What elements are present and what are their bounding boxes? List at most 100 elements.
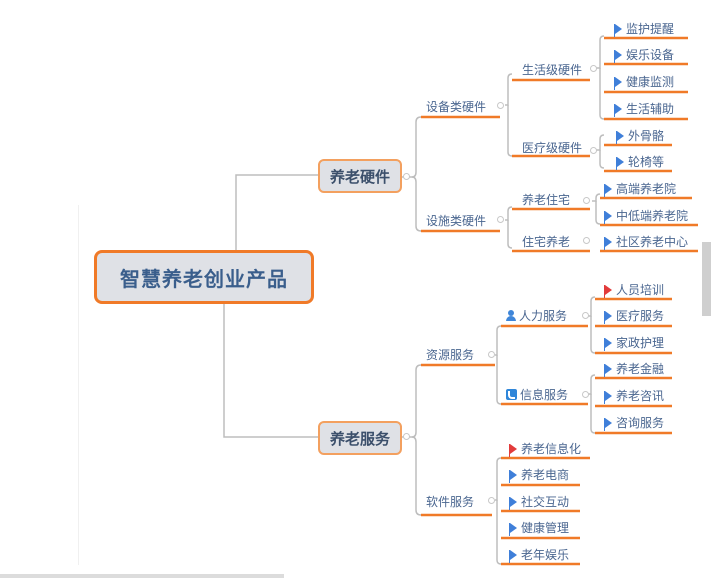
leaf-label: 养老咨讯 bbox=[616, 388, 665, 403]
topic-service[interactable]: 养老服务 bbox=[318, 421, 402, 455]
topic-software-service[interactable]: 软件服务 bbox=[426, 493, 474, 509]
horizontal-scrollbar[interactable] bbox=[0, 574, 284, 578]
leaf-item[interactable]: 健康监测 bbox=[614, 73, 675, 90]
person-icon bbox=[506, 310, 516, 321]
leaf-item[interactable]: 高端养老院 bbox=[604, 180, 677, 197]
flag-icon bbox=[616, 130, 624, 144]
leaf-label: 监护提醒 bbox=[626, 21, 675, 36]
leaf-label: 家政护理 bbox=[616, 335, 665, 350]
collapse-toggle[interactable] bbox=[583, 237, 590, 244]
topic-medical-hardware[interactable]: 医疗级硬件 bbox=[522, 139, 582, 155]
collapse-toggle[interactable] bbox=[497, 102, 504, 109]
topic-label: 生活级硬件 bbox=[522, 62, 583, 77]
leaf-label: 养老金融 bbox=[616, 361, 665, 376]
flag-icon bbox=[604, 390, 612, 404]
topic-label: 人力服务 bbox=[519, 308, 568, 323]
topic-label: 设备类硬件 bbox=[426, 99, 487, 114]
topic-label: 医疗级硬件 bbox=[522, 140, 583, 155]
leaf-label: 养老信息化 bbox=[521, 441, 582, 456]
topic-residence[interactable]: 养老住宅 bbox=[522, 191, 570, 207]
leaf-label: 养老电商 bbox=[521, 467, 570, 482]
collapse-toggle[interactable] bbox=[590, 65, 597, 72]
leaf-label: 老年娱乐 bbox=[521, 547, 570, 562]
root-topic[interactable]: 智慧养老创业产品 bbox=[94, 250, 314, 304]
flag-icon bbox=[614, 103, 622, 117]
flag-red-icon bbox=[604, 284, 612, 298]
leaf-item[interactable]: 医疗服务 bbox=[604, 307, 665, 324]
leaf-label: 社交互动 bbox=[521, 494, 570, 509]
leaf-item[interactable]: 监护提醒 bbox=[614, 20, 675, 37]
flag-icon bbox=[509, 469, 517, 483]
phone-icon bbox=[506, 389, 517, 400]
topic-label: 软件服务 bbox=[426, 494, 475, 509]
leaf-item[interactable]: 老年娱乐 bbox=[509, 546, 570, 563]
leaf-item[interactable]: 养老金融 bbox=[604, 360, 665, 377]
topic-resource-service[interactable]: 资源服务 bbox=[426, 346, 474, 362]
flag-icon bbox=[614, 23, 622, 37]
leaf-item[interactable]: 生活辅助 bbox=[614, 100, 675, 117]
collapse-toggle[interactable] bbox=[403, 433, 410, 440]
leaf-label: 外骨骼 bbox=[628, 128, 665, 143]
leaf-item[interactable]: 社区养老中心 bbox=[604, 233, 689, 250]
leaf-label: 医疗服务 bbox=[616, 308, 665, 323]
leaf-item[interactable]: 娱乐设备 bbox=[614, 46, 675, 63]
flag-icon bbox=[604, 417, 612, 431]
topic-label: 设施类硬件 bbox=[426, 213, 487, 228]
collapse-toggle[interactable] bbox=[403, 173, 410, 180]
leaf-item[interactable]: 外骨骼 bbox=[616, 127, 665, 144]
leaf-label: 咨询服务 bbox=[616, 415, 665, 430]
collapse-toggle[interactable] bbox=[488, 351, 495, 358]
canvas-edge bbox=[78, 205, 79, 565]
collapse-toggle[interactable] bbox=[497, 216, 504, 223]
flag-icon bbox=[509, 549, 517, 563]
flag-icon bbox=[616, 156, 624, 170]
leaf-item[interactable]: 家政护理 bbox=[604, 334, 665, 351]
leaf-item[interactable]: 社交互动 bbox=[509, 493, 570, 510]
flag-red-icon bbox=[509, 443, 517, 457]
topic-label: 信息服务 bbox=[520, 387, 569, 402]
leaf-label: 娱乐设备 bbox=[626, 47, 675, 62]
flag-icon bbox=[614, 49, 622, 63]
topic-equipment-hardware[interactable]: 设备类硬件 bbox=[426, 98, 486, 114]
leaf-item[interactable]: 养老咨讯 bbox=[604, 387, 665, 404]
topic-living-hardware[interactable]: 生活级硬件 bbox=[522, 61, 582, 77]
leaf-item[interactable]: 中低端养老院 bbox=[604, 207, 689, 224]
flag-icon bbox=[614, 76, 622, 90]
topic-label: 住宅养老 bbox=[522, 234, 571, 249]
flag-icon bbox=[604, 210, 612, 224]
leaf-item[interactable]: 健康管理 bbox=[509, 519, 569, 536]
leaf-label: 中低端养老院 bbox=[616, 208, 689, 223]
leaf-label: 生活辅助 bbox=[626, 101, 675, 116]
collapse-toggle[interactable] bbox=[583, 197, 590, 204]
topic-human-service[interactable]: 人力服务 bbox=[506, 307, 567, 323]
leaf-label: 健康监测 bbox=[626, 74, 675, 89]
collapse-toggle[interactable] bbox=[582, 391, 589, 398]
leaf-label: 人员培训 bbox=[616, 282, 665, 297]
collapse-toggle[interactable] bbox=[488, 497, 495, 504]
leaf-label: 社区养老中心 bbox=[616, 234, 689, 249]
leaf-label: 高端养老院 bbox=[616, 181, 677, 196]
vertical-scrollbar[interactable] bbox=[702, 242, 711, 316]
leaf-item[interactable]: 养老信息化 bbox=[509, 440, 582, 457]
flag-icon bbox=[604, 337, 612, 351]
topic-label: 养老住宅 bbox=[522, 192, 571, 207]
topic-info-service[interactable]: 信息服务 bbox=[506, 386, 568, 402]
leaf-label: 轮椅等 bbox=[628, 154, 665, 169]
flag-icon bbox=[604, 236, 612, 250]
collapse-toggle[interactable] bbox=[582, 312, 589, 319]
flag-icon bbox=[509, 496, 517, 510]
topic-label: 资源服务 bbox=[426, 347, 475, 362]
flag-icon bbox=[604, 183, 612, 197]
leaf-item[interactable]: 咨询服务 bbox=[604, 414, 665, 431]
flag-icon bbox=[604, 310, 612, 324]
flag-icon bbox=[509, 522, 517, 536]
topic-home-elderly-care[interactable]: 住宅养老 bbox=[522, 233, 570, 249]
topic-hardware[interactable]: 养老硬件 bbox=[318, 159, 402, 193]
collapse-toggle[interactable] bbox=[590, 147, 597, 154]
leaf-item[interactable]: 养老电商 bbox=[509, 466, 570, 483]
flag-icon bbox=[604, 363, 612, 377]
leaf-item[interactable]: 轮椅等 bbox=[616, 153, 665, 170]
leaf-item[interactable]: 人员培训 bbox=[604, 281, 665, 298]
topic-facility-hardware[interactable]: 设施类硬件 bbox=[426, 212, 486, 228]
